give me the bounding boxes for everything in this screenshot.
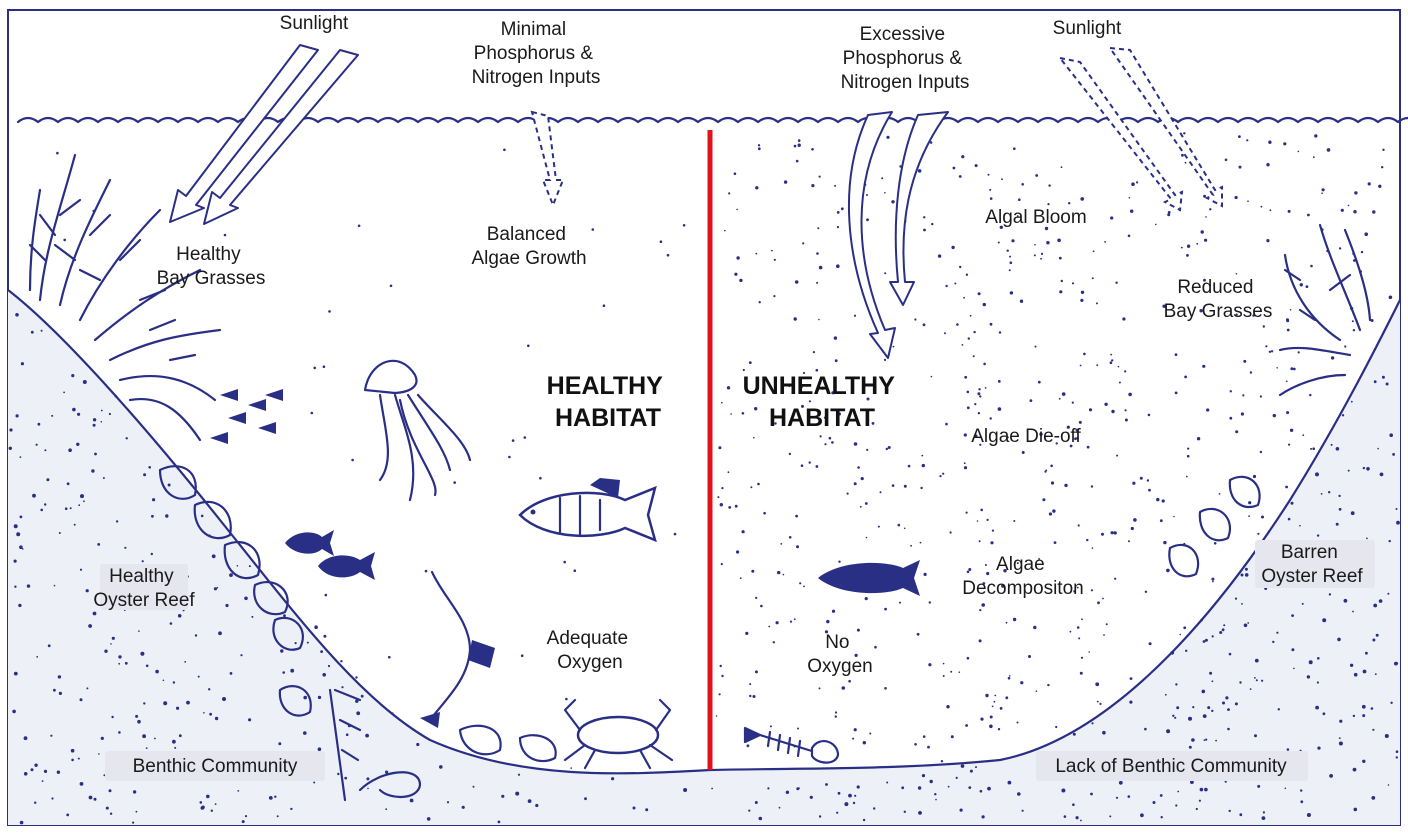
- algae-die-off-label: Algae Die-off: [971, 426, 1081, 447]
- sunlight-right-label: Sunlight: [1053, 18, 1122, 39]
- lack-benthic-community-label: Lack of Benthic Community: [1055, 756, 1287, 777]
- algal-bloom-label: Algal Bloom: [985, 207, 1086, 228]
- excessive-inputs-label: Excessive Phosphorus & Nitrogen Inputs: [841, 24, 970, 93]
- benthic-community-label: Benthic Community: [133, 756, 298, 777]
- sunlight-left-label: Sunlight: [280, 13, 349, 34]
